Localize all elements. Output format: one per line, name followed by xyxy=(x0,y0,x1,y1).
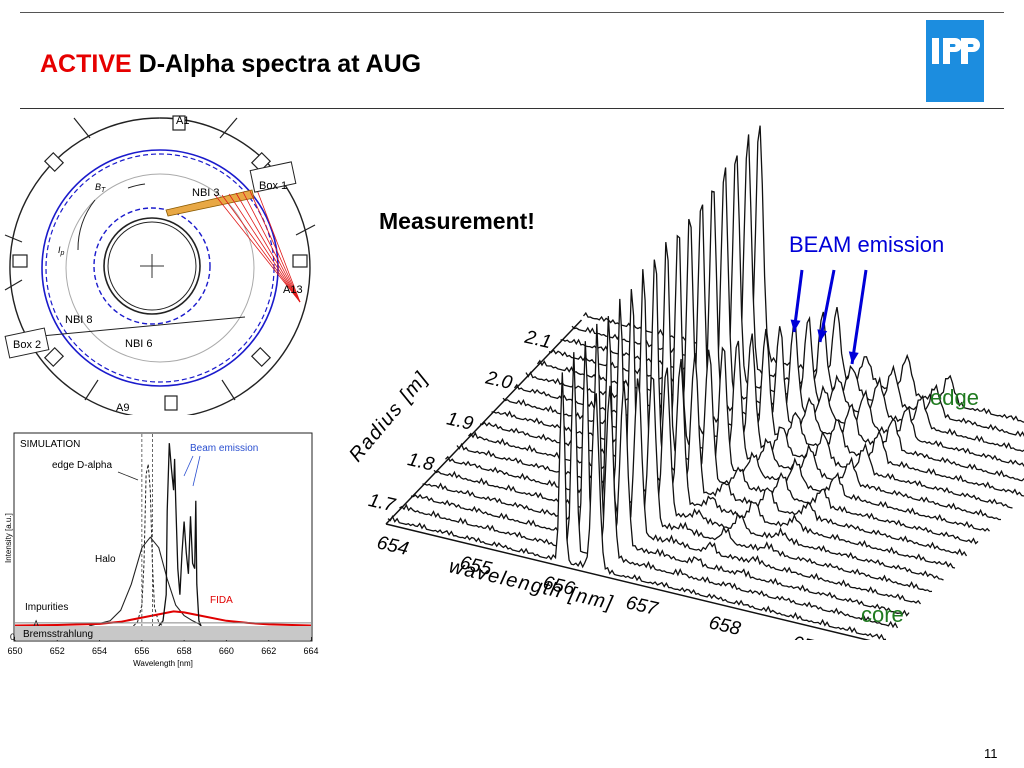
separatrix-outer xyxy=(41,149,279,387)
simulation-ylabel: Intensity [a.u.] xyxy=(4,513,13,563)
port-label-a9: A9 xyxy=(116,402,129,414)
title-text: D-Alpha spectra at AUG xyxy=(131,50,422,78)
core-label: core xyxy=(861,602,904,627)
central-column-inner xyxy=(107,221,197,311)
beam-arrow-shaft xyxy=(850,269,868,365)
simulation-label: SIMULATION xyxy=(20,439,80,450)
spectrum-trace xyxy=(468,269,968,557)
beam-arrow-shaft xyxy=(818,269,836,343)
impurities-label: Impurities xyxy=(25,602,68,613)
radius-tick-label: 1.7 xyxy=(366,490,398,517)
sim-series-edge-d-alpha xyxy=(133,464,164,627)
beam-arrow-head xyxy=(817,329,828,342)
toroidal-field-arrow xyxy=(127,183,146,189)
wavelength-tick-label: 654 xyxy=(375,532,411,560)
sim-series-halo xyxy=(88,536,202,627)
radius-tick-label: 1.8 xyxy=(406,449,437,476)
radius-axis xyxy=(385,319,583,525)
beam-pointer-2 xyxy=(192,455,201,487)
slide-title: ACTIVE D-Alpha spectra at AUG xyxy=(40,50,421,79)
sim-x-tick-label: 650 xyxy=(7,646,22,656)
nbi3-label: NBI 3 xyxy=(192,187,220,199)
beam-emission-label: Beam emission xyxy=(190,443,258,454)
measurement-3d-plot: 654655656657658659660wavelength [nm]2.12… xyxy=(345,125,1024,640)
title-accent: ACTIVE xyxy=(40,50,132,78)
spectrum-trace xyxy=(399,352,899,629)
spectrum-trace xyxy=(387,372,887,640)
bremsstrahlung-label: Bremsstrahlung xyxy=(23,629,93,640)
edge-dalpha-pointer xyxy=(117,471,139,481)
trace-mask xyxy=(537,191,1024,484)
nbi8-beam xyxy=(19,316,246,339)
separatrix-outer-dashed xyxy=(45,153,275,383)
box2-label: Box 2 xyxy=(13,339,41,351)
beam-emission-arrows xyxy=(790,269,868,365)
beam-pointer-1 xyxy=(183,455,194,477)
vessel-wall xyxy=(9,117,311,415)
simulation-x-ticks: 650 652 654 656 658 660 662 664 xyxy=(7,637,319,656)
header-rule xyxy=(20,108,1004,109)
spectrum-trace xyxy=(456,289,956,569)
spectrum-trace xyxy=(422,323,922,605)
port-label-a13: A13 xyxy=(283,284,303,296)
spectrum-trace xyxy=(445,298,944,581)
sim-x-tick-label: 652 xyxy=(50,646,65,656)
sim-x-tick-label: 662 xyxy=(261,646,276,656)
edge-label: edge xyxy=(930,385,979,410)
ipp-logo-glyph xyxy=(932,38,980,64)
plasma-current-arrow xyxy=(77,199,96,251)
measurement-traces xyxy=(387,125,1024,640)
nbi8-label: NBI 8 xyxy=(65,314,93,326)
bt-label: BT xyxy=(95,182,106,194)
fida-label: FIDA xyxy=(210,595,233,606)
sim-series-beam-emission xyxy=(158,443,202,627)
box1-label: Box 1 xyxy=(259,180,287,192)
halo-label: Halo xyxy=(95,554,116,565)
spectrum-trace xyxy=(433,316,933,593)
edge-dalpha-label: edge D-alpha xyxy=(52,460,112,471)
ip-label: Ip xyxy=(58,245,65,257)
bremsstrahlung-band xyxy=(15,626,311,640)
box1-shape xyxy=(249,161,297,193)
sim-x-tick-label: 660 xyxy=(219,646,234,656)
wavelength-axis xyxy=(385,523,871,640)
wavelength-tick-label: 658 xyxy=(707,612,743,640)
beam-arrow-head xyxy=(848,351,859,364)
crosshair-icon xyxy=(140,254,164,278)
magnetic-axis-circle xyxy=(65,173,255,363)
top-rule xyxy=(20,12,1004,13)
sim-series-impurities xyxy=(33,619,39,627)
measurement-label: Measurement! xyxy=(379,208,535,234)
nbi6-label: NBI 6 xyxy=(125,338,153,350)
central-column xyxy=(103,217,201,315)
simulation-plot: 650 652 654 656 658 660 662 664 SIMULATION edge… xyxy=(4,432,319,668)
page-number: 11 xyxy=(984,746,998,761)
radius-tick-label: 2.0 xyxy=(483,367,515,394)
ipp-logo xyxy=(926,20,984,102)
port-notches xyxy=(12,115,308,411)
sim-x-tick-label: 654 xyxy=(92,646,107,656)
sim-x-tick-label: 658 xyxy=(177,646,192,656)
wavelength-tick-label: 659 xyxy=(790,632,826,640)
torus-diagram: A1 A13 A9 Box 1 Box 2 NBI 3 NBI 8 NBI 6 … xyxy=(4,115,316,415)
radius-tick-label: 2.1 xyxy=(522,327,553,354)
simulation-plot-frame xyxy=(13,432,313,642)
box2-shape xyxy=(4,327,50,359)
wavelength-tick-label: 657 xyxy=(624,592,661,620)
sim-x-tick-label: 656 xyxy=(134,646,149,656)
los-fan xyxy=(214,189,301,303)
port-lines xyxy=(4,117,316,401)
spectrum-trace xyxy=(410,341,910,617)
sim-x-tick-label: 664 xyxy=(303,646,318,656)
separatrix-inner-dashed xyxy=(93,207,211,325)
radius-tick-label: 1.9 xyxy=(445,408,476,435)
beam-emission-title: BEAM emission xyxy=(789,232,945,257)
beam-arrow-head xyxy=(790,319,801,332)
port-label-a1: A1 xyxy=(176,115,189,127)
simulation-xlabel: Wavelength [nm] xyxy=(133,659,193,668)
simulation-series xyxy=(14,434,312,627)
y-zero-tick: 0 xyxy=(10,632,15,642)
